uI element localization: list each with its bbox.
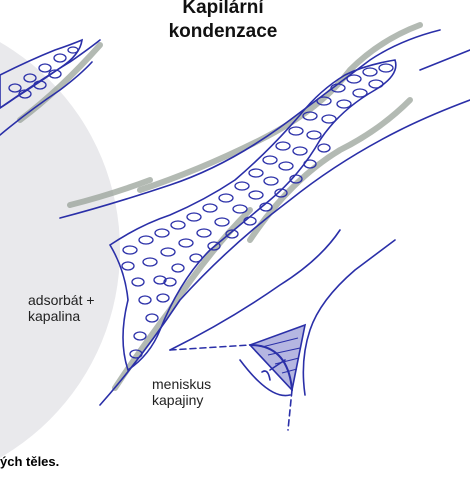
annotation-adsorbate-line1: adsorbát + [28,292,95,308]
annotation-adsorbate-line2: kapalina [28,308,95,324]
diagram-title-line2: kondenzace [123,20,323,44]
diagram-title-line1: Kapilární [123,0,323,20]
annotation-meniscus-line2: kapajiny [152,392,211,408]
annotation-meniscus-line1: meniskus [152,376,211,392]
annotation-meniscus: meniskus kapajiny [152,376,211,408]
cropped-caption: ých těles. [0,454,59,469]
background-disc [0,10,120,479]
annotation-adsorbate: adsorbát + kapalina [28,292,95,324]
